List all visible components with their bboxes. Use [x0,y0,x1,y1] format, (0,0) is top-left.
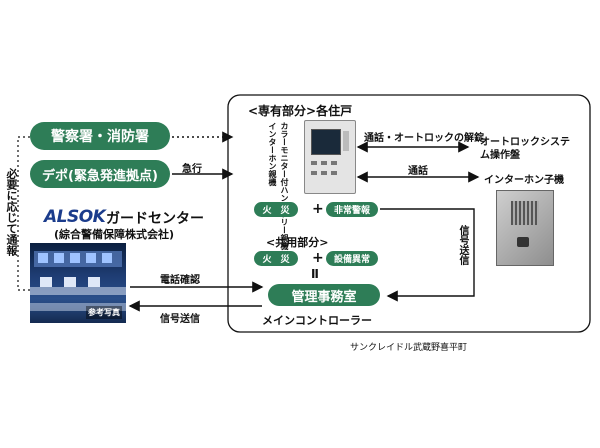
equipment-fault-badge: 設備異常 [326,251,378,266]
phone-confirm-label: 電話確認 [160,275,200,286]
private-section-heading: <専有部分>各住戸 [248,104,353,118]
signal-send-label: 信号送信 [160,314,200,325]
autolock-panel-label: オートロックシステム操作盤 [480,137,570,161]
intercom-slave-label: インターホン子機 [484,175,564,186]
common-section-heading: <共用部分> [266,236,329,249]
signal-path [380,208,475,302]
intercom-master-unit [304,120,356,194]
call-unlock-label: 通話・オートロックの解錠 [364,133,484,144]
common-plus-sign: + [312,250,324,266]
common-fire-badge: 火 災 [254,251,298,266]
signal-send-vertical-label: 信号送信 [457,225,468,265]
private-fire-badge: 火 災 [254,202,298,217]
notify-vertical-note: 必要に応じて通報 [5,168,18,256]
main-controller-label: メインコントローラー [262,314,372,327]
monitor-label-vertical: カラーモニター付ハンズフリー親機 [280,122,289,250]
police-fire-pill: 警察署・消防署 [30,122,170,150]
residence-frame [227,94,591,333]
alsok-logo: ALSOK [44,207,106,227]
emergency-alarm-badge: 非常警報 [326,202,378,217]
call-label: 通話 [408,166,428,177]
property-name: サンクレイドル武蔵野喜平町 [350,343,468,353]
equals-sign: Ⅱ [311,267,319,281]
private-plus-sign: + [312,201,324,217]
guard-center-label: ガードセンター [106,211,204,227]
intercom-slave-unit [496,190,554,266]
rush-label: 急行 [182,164,202,175]
dotted-bracket [17,136,30,291]
depot-pill: デポ(緊急発進拠点) [30,160,170,188]
management-office-pill: 管理事務室 [268,284,380,306]
monitor-label-vertical-2: インターホン親機 [268,122,277,186]
company-label: (綜合警備保障株式会社) [54,228,175,241]
photo-caption: 参考写真 [86,306,122,319]
guard-center-photo: 参考写真 [30,243,126,323]
